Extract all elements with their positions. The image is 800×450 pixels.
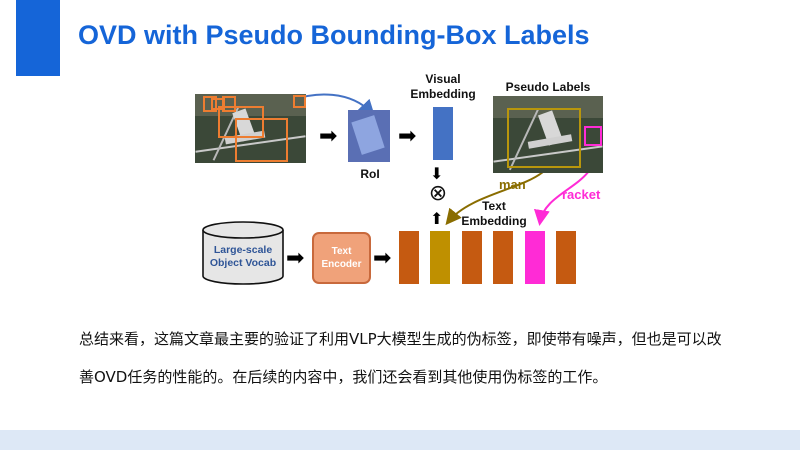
ovd-pipeline-diagram: ➡ RoI ➡ Visual Embedding ⬇ ⊗ ⬆ Pseudo La…	[195, 72, 603, 285]
proposal-box	[218, 106, 264, 138]
arrow-right-icon: ➡	[286, 246, 305, 271]
body-paragraph-line-2: 善OVD任务的性能的。在后续的内容中，我们还会看到其他使用伪标签的工作。	[79, 368, 608, 386]
proposal-box	[293, 95, 306, 108]
arrow-right-icon: ➡	[398, 124, 417, 149]
arrow-right-icon: ➡	[319, 124, 338, 149]
text-encoder-block: Text Encoder	[312, 232, 371, 284]
text-embedding-bar-other	[461, 231, 482, 284]
slide-title: OVD with Pseudo Bounding-Box Labels	[78, 20, 590, 50]
arrow-right-icon: ➡	[373, 246, 392, 271]
otimes-icon: ⊗	[428, 181, 448, 206]
proposal-box	[235, 118, 288, 162]
pseudo-labels-title: Pseudo Labels	[505, 80, 591, 94]
roi-label: RoI	[360, 167, 380, 181]
vocab-database-icon	[202, 221, 284, 285]
vocab-label: Large-scale Object Vocab	[209, 244, 277, 269]
text-embedding-label: Text Embedding	[461, 199, 527, 228]
text-embedding-bar-man	[430, 231, 451, 284]
accent-bar	[16, 0, 60, 76]
text-embedding-bar-racket	[524, 231, 545, 284]
text-embedding-bar-other	[493, 231, 514, 284]
racket-tag: racket	[562, 187, 601, 202]
text-embedding-bar-other	[399, 231, 419, 284]
text-embedding-bar-other	[556, 231, 576, 284]
proposal-box	[222, 96, 236, 112]
body-paragraph-line-1: 总结来看，这篇文章最主要的验证了利用VLP大模型生成的伪标签，即使带有噪声，但也…	[79, 330, 722, 348]
man-box	[507, 108, 581, 168]
man-tag: man	[499, 177, 526, 192]
visual-embedding-label: Visual Embedding	[410, 72, 476, 101]
arrow-down-icon: ⬇	[430, 164, 444, 183]
visual-embedding-bar	[433, 107, 453, 160]
footer-band	[0, 430, 800, 450]
proposal-box	[203, 96, 217, 112]
roi-crop	[348, 110, 390, 162]
man-curve	[445, 171, 544, 226]
arrow-up-icon: ⬆	[430, 209, 444, 228]
racket-box	[584, 126, 602, 146]
